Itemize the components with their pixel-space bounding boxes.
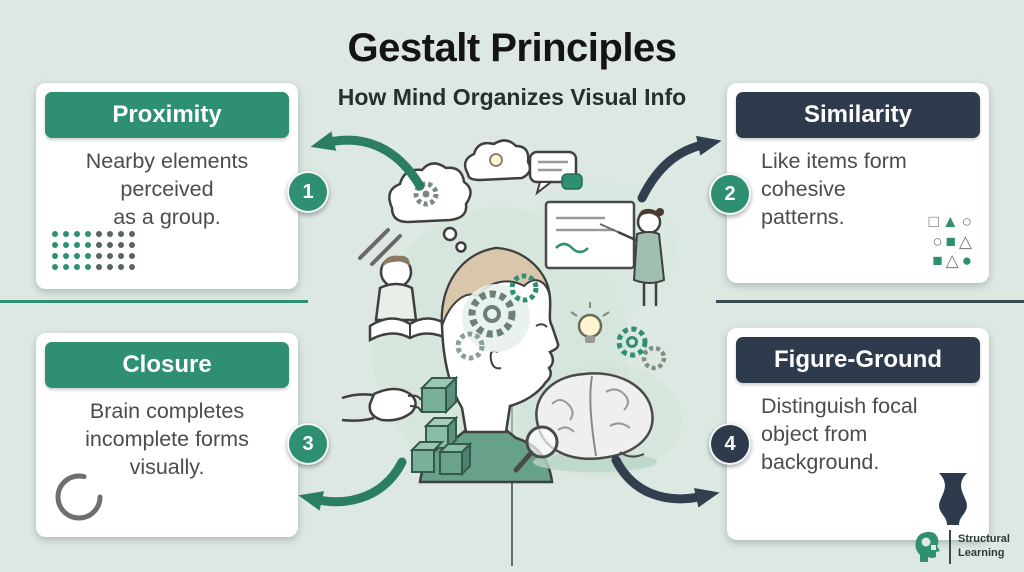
logo-divider	[949, 530, 952, 564]
thought-cloud-icon	[463, 139, 532, 182]
magnifier-icon	[513, 425, 559, 473]
card-closure-text: Brain completes incomplete forms visuall…	[85, 399, 249, 479]
divider-left	[0, 300, 308, 303]
gears-icon	[616, 326, 667, 371]
rubin-vase-icon	[933, 471, 973, 532]
card-similarity: Similarity Like items form cohesive patt…	[727, 83, 989, 283]
speech-bubble-icon	[528, 150, 583, 196]
dot-grid-icon	[52, 231, 140, 275]
card-proximity-text: Nearby elements perceived as a group.	[85, 149, 249, 229]
page-subtitle: How Mind Organizes Visual Info	[337, 84, 687, 110]
teacher-whiteboard-illustration	[544, 200, 666, 306]
card-figure-ground-title: Figure-Ground	[736, 337, 980, 383]
card-figure-ground-text: Distinguish focal object from background…	[761, 394, 918, 474]
logo-head-icon	[915, 531, 941, 562]
card-closure: Closure Brain completes incomplete forms…	[36, 333, 298, 537]
badge-4: 4	[709, 423, 751, 465]
page-title: Gestalt Principles	[347, 26, 677, 70]
card-proximity-title: Proximity	[45, 92, 289, 138]
card-figure-ground: Figure-Ground Distinguish focal object f…	[727, 328, 989, 540]
reading-child-illustration	[374, 255, 418, 322]
pencil-icon	[358, 228, 402, 266]
brand-logo: Structural Learning	[912, 530, 1010, 564]
arrow-to-closure-icon	[298, 457, 407, 511]
divider-right	[716, 300, 1024, 303]
open-circle-icon	[52, 470, 106, 529]
badge-3: 3	[287, 423, 329, 465]
card-proximity: Proximity Nearby elements perceived as a…	[36, 83, 298, 289]
card-similarity-title: Similarity	[736, 92, 980, 138]
card-closure-title: Closure	[45, 342, 289, 388]
lightbulb-icon	[570, 302, 610, 343]
brain-icon	[533, 372, 657, 472]
shapes-pattern-icon: □▲○ ○■△ ■△●	[928, 212, 975, 271]
badge-2: 2	[709, 173, 751, 215]
badge-1: 1	[287, 171, 329, 213]
arrow-to-proximity-icon	[310, 131, 425, 191]
arrow-to-figureground-icon	[611, 455, 720, 508]
card-similarity-text: Like items form cohesive patterns.	[761, 149, 907, 229]
logo-text: Structural Learning	[958, 533, 1010, 559]
hand-blocks-illustration	[341, 375, 473, 477]
arrow-to-similarity-icon	[637, 135, 722, 203]
